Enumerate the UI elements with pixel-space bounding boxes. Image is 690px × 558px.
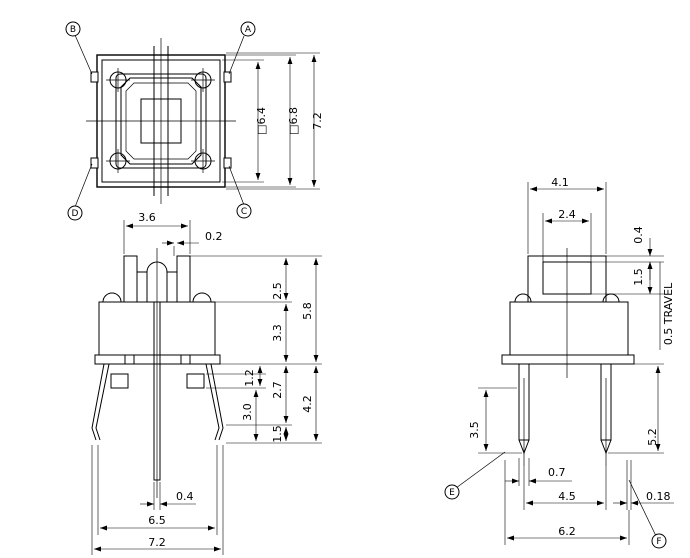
lead-right [205, 363, 220, 441]
dim-2-4: 2.4 [558, 208, 576, 221]
dim-1-2: 1.2 [243, 369, 256, 387]
dim-5-2: 5.2 [646, 428, 659, 446]
svg-text:D: D [72, 209, 79, 219]
dim-3-5: 3.5 [468, 421, 481, 439]
callout-d: D [67, 205, 83, 221]
dim-2-5: 2.5 [271, 282, 284, 300]
callout-e: E [444, 484, 460, 500]
dim-7-2-top: 7.2 [311, 112, 324, 130]
top-view: □6.4 □6.8 7.2 B A D C [65, 21, 324, 221]
dim-sq-6-4: □6.4 [255, 107, 268, 135]
dim-4-1: 4.1 [551, 176, 569, 189]
led-dome [146, 261, 168, 303]
base-plate [94, 354, 221, 365]
terminal-tab-d [90, 157, 99, 169]
dim-1-5-side: 1.5 [632, 268, 645, 286]
front-view: 3.6 0.2 2.5 3.3 5.8 1.2 2.7 4.2 3.0 1.5 … [91, 211, 322, 555]
callout-c: C [236, 203, 252, 219]
callout-a: A [240, 21, 256, 37]
dim-0-18: 0.18 [646, 490, 671, 503]
terminal-tab-c [223, 157, 232, 169]
svg-text:E: E [449, 488, 455, 498]
terminal-tab-a [223, 71, 232, 83]
stand-off-right [186, 373, 205, 389]
dim-0-2: 0.2 [205, 230, 223, 243]
svg-text:B: B [70, 25, 76, 35]
callout-b: B [65, 21, 81, 37]
stand-off-left [110, 373, 129, 389]
dim-1-5: 1.5 [271, 425, 284, 443]
dim-3-3: 3.3 [271, 324, 284, 342]
svg-text:A: A [245, 25, 252, 35]
svg-text:C: C [241, 207, 247, 217]
dim-3-6: 3.6 [138, 211, 156, 224]
top-view-cap-inner [125, 82, 197, 160]
dim-3-0: 3.0 [241, 403, 254, 421]
svg-text:F: F [656, 537, 661, 547]
dim-6-2: 6.2 [558, 525, 576, 538]
actuator-right-post [176, 255, 191, 303]
dim-0-7: 0.7 [548, 466, 566, 479]
dim-6-5: 6.5 [148, 514, 166, 527]
dim-2-7: 2.7 [271, 381, 284, 399]
dim-5-8: 5.8 [301, 302, 314, 320]
dim-4-5: 4.5 [558, 490, 576, 503]
side-view: 4.1 2.4 0.4 1.5 0.5 TRAVEL 3.5 5.2 0.7 4… [444, 176, 675, 549]
dim-travel: 0.5 TRAVEL [662, 282, 675, 345]
callout-f: F [651, 533, 667, 549]
dim-0-4-side: 0.4 [632, 226, 645, 244]
lead-left [95, 363, 110, 441]
dim-7-2-front: 7.2 [148, 536, 166, 549]
dim-4-2: 4.2 [301, 395, 314, 413]
side-body [509, 301, 629, 356]
terminal-tab-b [90, 71, 99, 83]
actuator-left-post [123, 255, 138, 303]
dim-sq-6-8: □6.8 [287, 107, 300, 135]
dim-0-4-front: 0.4 [176, 490, 194, 503]
side-base-plate [501, 354, 635, 365]
